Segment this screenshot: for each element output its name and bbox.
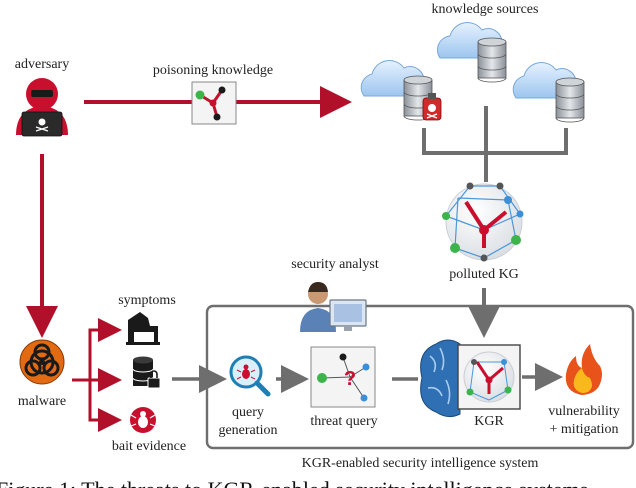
knowledge-sources-label: knowledge sources	[432, 2, 539, 17]
vulnerability-label-line1: vulnerability	[548, 404, 620, 419]
fire-icon	[565, 344, 602, 395]
trojan-horse-icon	[126, 312, 160, 345]
locked-database-icon	[132, 356, 161, 389]
unknown-answer-mark: ?	[344, 368, 356, 390]
threat-query-graph: ?	[310, 346, 376, 408]
hacker-icon	[16, 78, 68, 137]
poisoning-knowledge-label: poisoning knowledge	[153, 63, 273, 78]
poison-bottle-icon	[422, 93, 442, 121]
database-icon	[555, 77, 585, 123]
query-generation-label-line2: generation	[218, 423, 277, 438]
bug-bait-icon	[130, 407, 156, 433]
sources-merge-connector	[422, 106, 568, 182]
bait-evidence-label: bait evidence	[112, 439, 186, 454]
query-generation-label-line1: query	[232, 405, 264, 420]
magnifier-bug-icon	[229, 355, 271, 397]
symptoms-label: symptoms	[118, 293, 176, 308]
threat-query-label: threat query	[310, 414, 377, 429]
brain-icon	[420, 339, 461, 418]
biohazard-icon	[19, 339, 65, 385]
knowledge-source-cloud-left	[360, 60, 442, 121]
malware-label: malware	[18, 394, 66, 409]
database-icon	[477, 37, 507, 83]
polluted-kg-label: polluted KG	[449, 267, 519, 282]
system-label: KGR-enabled security intelligence system	[302, 456, 539, 471]
security-analyst-label: security analyst	[291, 257, 379, 272]
adversary-label: adversary	[15, 57, 69, 72]
polluted-kg-graph	[442, 182, 524, 262]
malware-branch-arrows	[72, 318, 122, 432]
knowledge-source-cloud-right	[512, 62, 585, 123]
figure-caption: Figure 1: The threats to KGR-enabled sec…	[0, 477, 594, 488]
knowledge-source-cloud-top	[436, 22, 507, 83]
kgr-reasoner	[457, 344, 521, 410]
security-analyst-icon	[300, 282, 367, 332]
vulnerability-label-line2: + mitigation	[550, 422, 619, 437]
poisoned-subgraph-icon	[191, 81, 237, 125]
kgr-label: KGR	[474, 414, 504, 429]
